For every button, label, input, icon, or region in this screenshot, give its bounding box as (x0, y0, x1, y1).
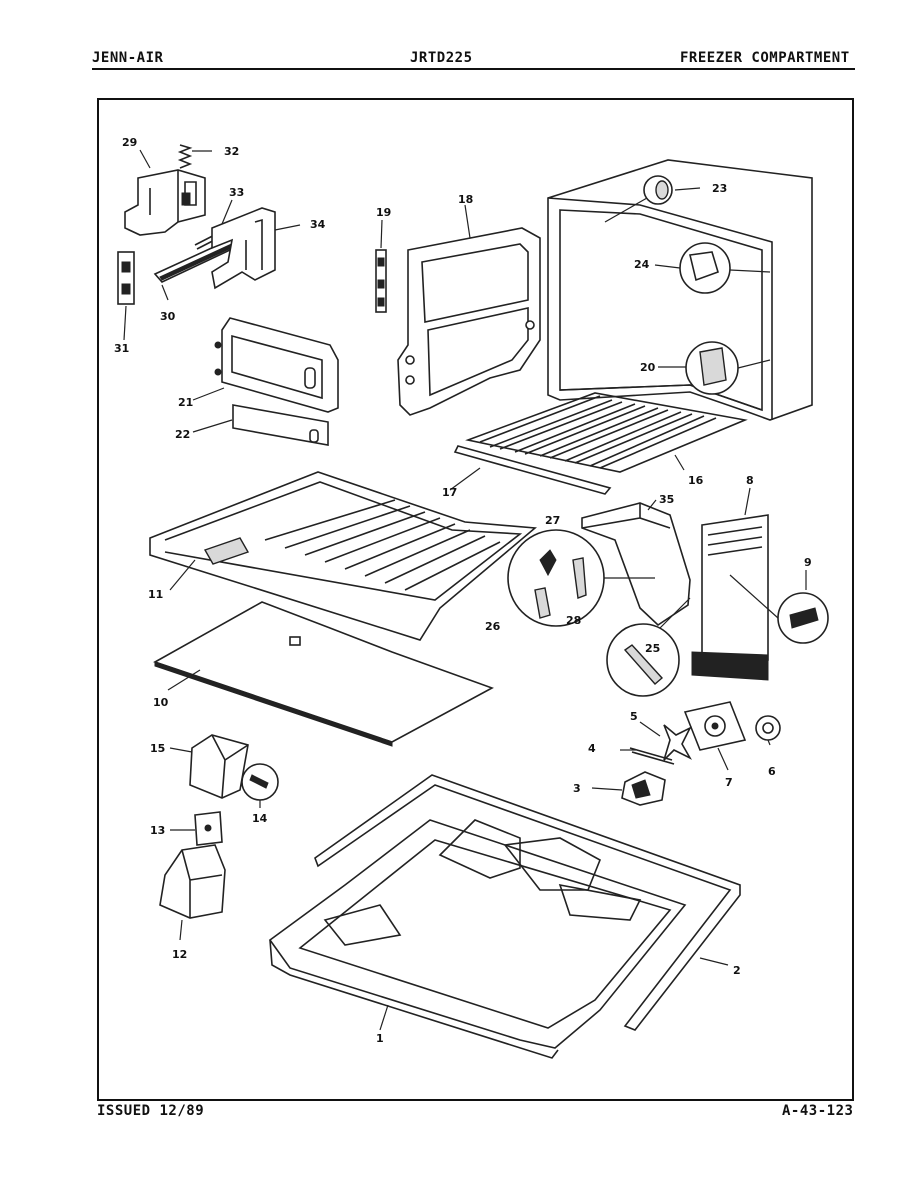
part-18-door-panel (397, 227, 541, 416)
callout-16: 16 (688, 474, 704, 487)
callout-26: 26 (485, 620, 501, 633)
section-title: FREEZER COMPARTMENT (680, 50, 850, 66)
callout-labels: 1 2 3 4 5 6 7 8 9 10 11 12 13 14 15 16 1… (114, 136, 812, 1045)
part-6-grommet (755, 715, 781, 741)
callout-33: 33 (229, 186, 244, 199)
diagram-frame (97, 98, 854, 1101)
callout-19: 19 (376, 206, 391, 219)
callout-20: 20 (640, 361, 656, 374)
callout-31: 31 (114, 342, 129, 355)
callout-11: 11 (148, 588, 163, 601)
callout-27: 27 (545, 514, 560, 527)
part-24-light-socket (679, 242, 771, 294)
leader-lines (123, 149, 807, 1031)
part-23-button (604, 175, 673, 223)
detail-26-27-28 (507, 529, 655, 627)
callout-32: 32 (224, 145, 239, 158)
callout-24: 24 (634, 258, 650, 271)
callout-18: 18 (458, 193, 473, 206)
part-7-bracket (683, 701, 747, 751)
part-29-control-housing (124, 169, 206, 236)
callout-6: 6 (768, 765, 776, 778)
callout-29: 29 (122, 136, 137, 149)
part-31-knob (117, 251, 135, 305)
part-17-front-rail (453, 445, 612, 495)
issue-date: ISSUED 12/89 (97, 1103, 205, 1119)
callout-30: 30 (160, 310, 176, 323)
callout-13: 13 (150, 824, 165, 837)
callout-23: 23 (712, 182, 727, 195)
part-22-lens (232, 404, 329, 446)
part-11-freezer-floor (149, 471, 537, 641)
part-9-screw (729, 574, 829, 644)
part-16-wire-shelf (465, 392, 748, 473)
part-1-liner (268, 819, 687, 1059)
part-3-motor (621, 771, 666, 806)
part-8-evaporator-cover (691, 514, 769, 681)
part-2-gasket (314, 774, 741, 1031)
model-number: JRTD225 (410, 50, 473, 66)
part-32-spring (177, 144, 193, 169)
callout-12: 12 (172, 948, 187, 961)
part-12-ice-tray (159, 844, 226, 919)
callout-2: 2 (733, 964, 741, 977)
part-19-hinge (375, 249, 387, 313)
callout-5: 5 (630, 710, 638, 723)
part-34-cover (211, 207, 276, 290)
part-21-shield (214, 317, 339, 413)
callout-3: 3 (573, 782, 581, 795)
callout-25: 25 (645, 642, 660, 655)
freezer-cabinet (547, 159, 813, 421)
part-14-detail (241, 763, 279, 801)
part-15-bucket (189, 734, 249, 799)
part-20-control (685, 341, 771, 395)
part-5-fan-blade (663, 724, 693, 761)
callout-10: 10 (153, 696, 169, 709)
callout-1: 1 (376, 1032, 384, 1045)
callout-22: 22 (175, 428, 190, 441)
part-13-bracket (194, 811, 223, 846)
callout-21: 21 (178, 396, 193, 409)
callout-8: 8 (746, 474, 754, 487)
part-25-detail (606, 597, 691, 697)
callout-15: 15 (150, 742, 165, 755)
callout-28: 28 (566, 614, 581, 627)
callout-17: 17 (442, 486, 457, 499)
header-rule (92, 68, 855, 70)
brand-title: JENN-AIR (92, 50, 164, 66)
page-code: A-43-123 (782, 1103, 854, 1119)
part-4-shaft (629, 747, 675, 765)
callout-34: 34 (310, 218, 326, 231)
part-10-insulation-panel (153, 601, 494, 747)
callout-14: 14 (252, 812, 268, 825)
callout-4: 4 (588, 742, 596, 755)
callout-35: 35 (659, 493, 674, 506)
callout-9: 9 (804, 556, 812, 569)
callout-7: 7 (725, 776, 733, 789)
